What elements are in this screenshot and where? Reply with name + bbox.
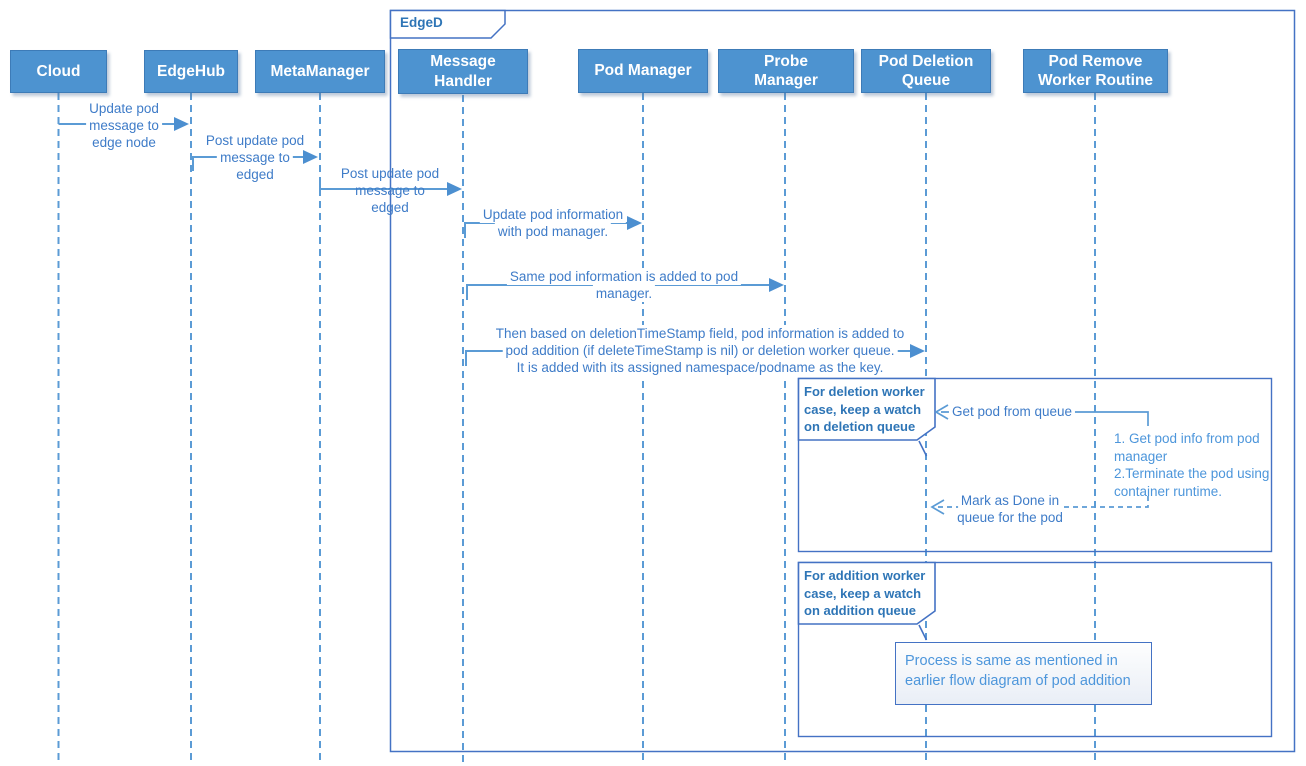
addition-callout-shape	[797, 561, 936, 625]
worker-steps-note: 1. Get pod info from pod manager 2.Termi…	[1114, 431, 1270, 499]
arrowhead-to-deletion-queue	[910, 344, 925, 358]
actor-metamanager: MetaManager	[255, 50, 385, 93]
edged-frame-label: EdgeD	[400, 15, 443, 30]
actor-pod-remove-worker-routine: Pod Remove Worker Routine	[1023, 49, 1168, 93]
addition-worker-fragment	[797, 561, 1273, 738]
deletion-worker-fragment	[797, 377, 1273, 553]
arrowhead-to-edgehub	[174, 117, 189, 131]
actor-pod-deletion-queue: Pod Deletion Queue	[861, 49, 991, 93]
message-line-same-pod-info	[466, 284, 770, 300]
process-note-box: Process is same as mentioned in earlier …	[895, 642, 1152, 705]
arrowhead-to-metamanager	[303, 150, 318, 164]
message-line-post-update-to-handler	[319, 178, 448, 190]
message-label-same-pod-info: Same pod information is added to pod man…	[506, 268, 742, 302]
process-note-text: Process is same as mentioned in earlier …	[905, 653, 1131, 689]
deletion-callout-shape	[797, 377, 936, 441]
message-label-update-pod-to-edgehub: Update pod message to edge node	[86, 100, 162, 151]
actor-cloud: Cloud	[10, 50, 107, 93]
addition-callout-pointer	[918, 624, 928, 641]
open-arrowhead-mark-done	[930, 499, 945, 515]
edged-frame	[389, 9, 1296, 753]
actor-pod-manager: Pod Manager	[578, 49, 708, 93]
actor-probe-manager: Probe Manager	[718, 49, 854, 93]
deletion-callout-pointer	[918, 440, 928, 457]
message-label-deletion-timestamp: Then based on deletionTimeStamp field, p…	[492, 325, 908, 376]
deletion-callout-text: For deletion worker case, keep a watch o…	[804, 384, 925, 434]
message-label-post-update-to-handler: Post update pod message to edged	[340, 166, 440, 215]
message-line-mark-as-done	[938, 496, 1149, 508]
addition-callout-text: For addition worker case, keep a watch o…	[804, 568, 926, 618]
message-label-post-update-to-metamanager: Post update pod message to edged	[202, 132, 308, 183]
message-label-update-pod-info: Update pod information with pod manager.	[479, 206, 627, 240]
actor-message-handler: Message Handler	[398, 49, 528, 94]
arrowhead-to-pod-manager	[627, 216, 642, 230]
message-label-mark-as-done: Mark as Done in queue for the pod	[954, 492, 1066, 526]
message-label-get-pod-from-queue: Get pod from queue	[948, 403, 1076, 420]
edged-frame-label-tab	[389, 9, 506, 39]
arrowhead-to-probe-manager	[769, 278, 784, 292]
actor-edgehub: EdgeHub	[144, 50, 238, 93]
arrowhead-to-message-handler	[447, 182, 462, 196]
open-arrowhead-get-pod	[934, 404, 949, 420]
